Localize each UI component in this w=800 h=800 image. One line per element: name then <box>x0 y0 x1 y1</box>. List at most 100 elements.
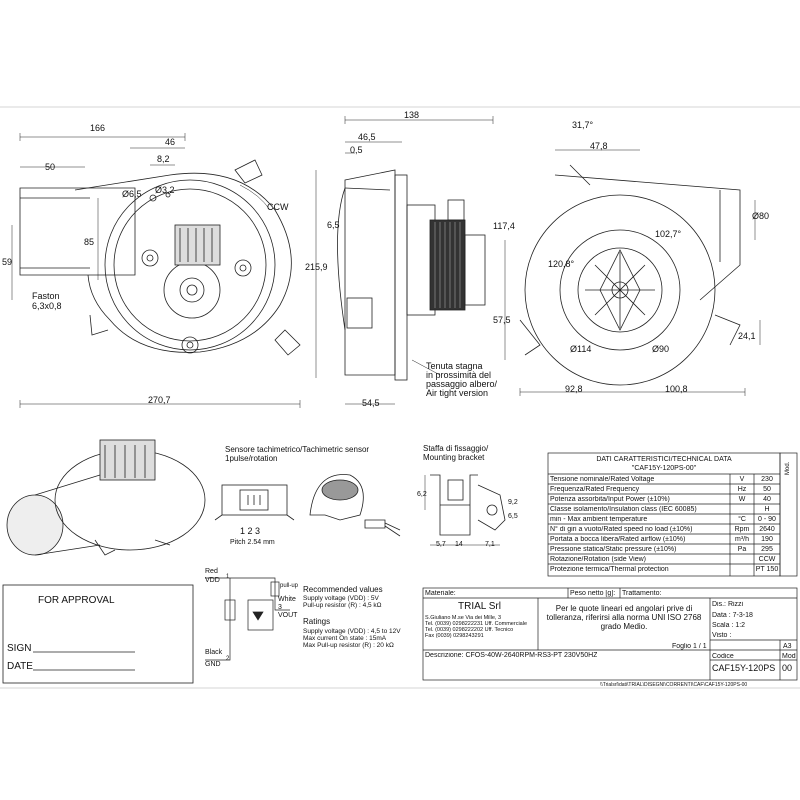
technical-data-table <box>547 452 798 577</box>
bracket-dim-5-7: 5,7 <box>436 541 446 548</box>
airtight-note-3: passaggio albero/ <box>426 379 498 389</box>
dim-100-8: 100,8 <box>665 384 688 394</box>
tech-row-label: N° di giri a vuoto/Rated speed no load (… <box>550 526 693 533</box>
tolerance-note-1: Per le quote lineari ed angolari prive d… <box>555 604 693 613</box>
company-address-1: S.Giuliano M.se Via dei Mille, 3 <box>425 615 502 621</box>
sheet-format: A3 <box>783 643 792 650</box>
dim-46: 46 <box>165 137 176 147</box>
wire-black: Black <box>205 649 223 656</box>
pullup-label: pull-up <box>280 583 299 589</box>
approval-title: FOR APPROVAL <box>38 595 115 606</box>
faston-label: Faston <box>32 291 60 301</box>
dim-85: 85 <box>84 237 95 247</box>
tech-row-label: min - Max ambient temperature <box>550 516 648 523</box>
dim-54-5: 54,5 <box>362 398 380 408</box>
tech-title: DATI CARATTERISTICI/TECHNICAL DATA <box>596 456 732 463</box>
bracket-dim-6-5: 6,5 <box>508 513 518 520</box>
side-view <box>315 116 494 405</box>
dim-24-1: 24,1 <box>738 331 756 341</box>
description: Descrizione: CFOS-40W-2640RPM-RS3-PT 230… <box>425 652 598 659</box>
material-label: Materiale: <box>425 590 456 597</box>
tech-row-unit: Pa <box>737 546 747 553</box>
date-label: DATE <box>7 661 33 672</box>
treatment-label: Trattamento: <box>622 590 662 597</box>
pin-2: 2 <box>226 656 230 662</box>
checked-by: Visto : <box>712 632 732 639</box>
dim-50: 50 <box>45 162 56 172</box>
dim-0-5: 0,5 <box>350 145 363 155</box>
tech-code: "CAF15Y-120PS-00" <box>631 465 697 472</box>
tech-row-unit: Hz <box>737 486 747 493</box>
sensor-circuit <box>205 577 290 661</box>
sign-label: SIGN <box>7 643 32 654</box>
tech-row-value: 295 <box>761 546 773 553</box>
drawing-scale: Scala : 1:2 <box>712 622 746 629</box>
tolerance-note-3: grado Medio. <box>600 622 648 631</box>
tech-row-label: Frequenza/Rated Frequency <box>550 486 640 493</box>
tech-row-value: 50 <box>763 486 771 493</box>
dim-102-7: 102,7° <box>655 229 682 239</box>
vdd-label: VDD <box>205 577 220 584</box>
sensor-drawing <box>214 474 401 537</box>
tech-row-value: 2640 <box>759 526 775 533</box>
tech-row-label: Rotazione/Rotation (side View) <box>550 556 646 563</box>
mod-value: 00 <box>782 663 793 673</box>
tech-row-value: 190 <box>761 536 773 543</box>
ratings-2: Max current On state : 15mA <box>303 635 387 642</box>
tech-row-unit: V <box>739 476 745 483</box>
tech-row-unit: m³/h <box>735 536 749 543</box>
tech-row-unit: Rpm <box>734 526 750 533</box>
bracket-dim-9-2: 9,2 <box>508 499 518 506</box>
recommended-title: Recommended values <box>303 585 383 594</box>
dim-59: 59 <box>2 257 13 267</box>
tolerance-note-2: tolleranza, riferirsi alla norma UNI ISO… <box>546 613 702 622</box>
tech-row-unit: °C <box>738 516 746 523</box>
title-block <box>422 587 798 681</box>
tech-row-value: PT 150 <box>755 566 779 573</box>
dim-46-5: 46,5 <box>358 132 376 142</box>
company-address-3: Tel. (0039) 0298222202 Uff. Tecnico <box>425 627 514 633</box>
dim-215-9: 215,9 <box>305 262 328 272</box>
file-path: \\Trialsrl\dati\TRIAL\DISEGNI\CORRENTI\C… <box>600 682 748 688</box>
tech-row-label: Classe isolamento/Insulation class (IEC … <box>550 506 697 513</box>
tech-row-value: 0 - 90 <box>758 516 776 523</box>
dim-270-7: 270,7 <box>148 395 171 405</box>
dim-3-2: Ø3,2 <box>155 185 175 195</box>
dim-80: Ø80 <box>752 211 770 221</box>
airtight-note-4: Air tight version <box>426 388 489 398</box>
faston-size: 6,3x0,8 <box>32 301 62 311</box>
pin-3: 3 <box>278 604 282 611</box>
tech-row-label: Tensione nominale/Rated Voltage <box>550 476 655 483</box>
tech-row-value: 40 <box>763 496 771 503</box>
approval-box <box>2 584 194 684</box>
drawing-date: Data : 7-3-18 <box>712 612 753 619</box>
dim-138: 138 <box>404 110 420 120</box>
wire-red: Red <box>205 568 218 575</box>
tech-row-label: Pressione statica/Static pressure (±10%) <box>550 546 677 553</box>
dim-92-8: 92,8 <box>565 384 583 394</box>
sensor-title: Sensore tachimetrico/Tachimetric sensor <box>225 445 370 454</box>
airtight-note-1: Tenuta stagna <box>426 361 483 371</box>
dim-6-5: Ø6,5 <box>122 189 142 199</box>
dim-90: Ø90 <box>652 344 670 354</box>
sensor-pins: 1 2 3 <box>240 526 261 536</box>
bracket-dim-14: 14 <box>455 541 463 548</box>
isometric-view <box>6 439 206 556</box>
rear-view <box>504 149 761 396</box>
weight-label: Peso netto [g]: <box>570 590 616 597</box>
bracket-title: Staffa di fissaggio/ <box>423 444 489 453</box>
sensor-pitch: Pitch 2.54 mm <box>230 539 275 546</box>
recommended-2: Pull-up resistor (R) : 4,5 kΩ <box>303 602 382 609</box>
dim-57-5: 57,5 <box>493 315 511 325</box>
dim-120-8: 120,8° <box>548 259 575 269</box>
tech-row-label: Portata a bocca libera/Rated airflow (±1… <box>550 536 686 543</box>
dim-47-8: 47,8 <box>590 141 608 151</box>
bracket-dim-6-2: 6,2 <box>417 491 427 498</box>
sensor-subtitle: 1pulse/rotation <box>225 454 278 463</box>
tech-mod-label: Mod. <box>785 461 791 475</box>
ratings-3: Max Pull-up resistor (R) : 20 kΩ <box>303 642 394 649</box>
airtight-note-2: in prossimità del <box>426 370 492 380</box>
bracket-dim-7-1: 7,1 <box>485 541 495 548</box>
mod-label: Mod <box>782 653 796 660</box>
code-label: Codice <box>712 653 734 660</box>
